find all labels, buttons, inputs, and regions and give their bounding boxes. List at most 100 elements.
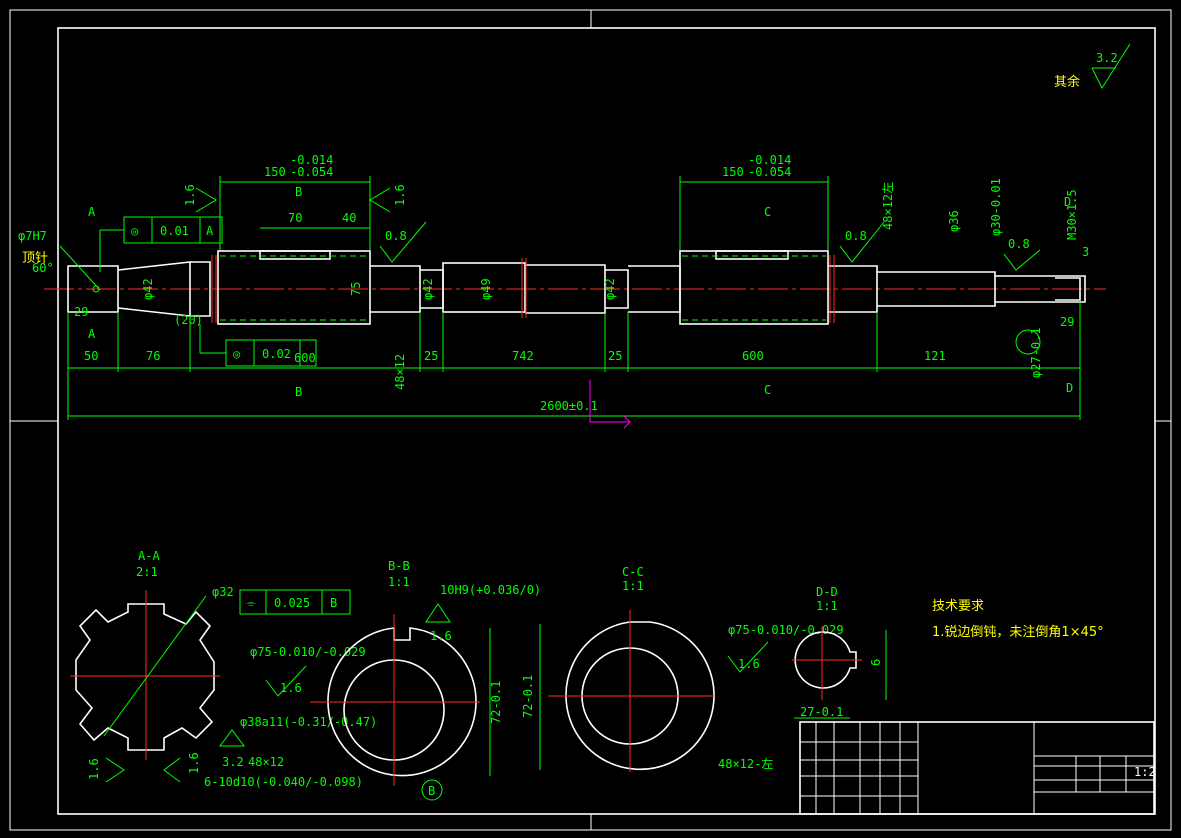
- svg-text:-0.054: -0.054: [290, 165, 333, 179]
- concentricity-icon: ◎: [131, 224, 138, 238]
- sheet-border: [9, 9, 1172, 831]
- dia-label-1: φ42: [141, 278, 155, 300]
- ucs-icon: [589, 380, 631, 429]
- keyway-left-label: 48×12: [393, 354, 407, 390]
- svg-text:50: 50: [84, 349, 98, 363]
- svg-text:A: A: [206, 224, 214, 238]
- svg-text:φ38a11(-0.31/-0.47): φ38a11(-0.31/-0.47): [240, 715, 377, 729]
- section-letter-a-bottom: A: [88, 327, 96, 341]
- svg-text:1:1: 1:1: [816, 599, 838, 613]
- svg-text:0.8: 0.8: [845, 229, 867, 243]
- concentricity-icon: ◎: [233, 347, 240, 361]
- keyway-right-label: 48×12左: [880, 182, 895, 230]
- svg-text:-0.014: -0.014: [290, 153, 333, 167]
- tolerance-frame-2: ◎ 0.02: [199, 324, 317, 367]
- svg-text:φ75-0.010/-0.029: φ75-0.010/-0.029: [728, 623, 844, 637]
- svg-text:1.6: 1.6: [738, 657, 760, 671]
- svg-text:25: 25: [424, 349, 438, 363]
- tech-req-title: 技术要求: [932, 599, 984, 614]
- section-c-c: C-C 1:1 72-0.1 φ75-0.010/-0.029 1.6 48×1…: [521, 565, 844, 772]
- section-a-a: A-A 2:1 φ32 ⌯ 0.025 B φ75-0.010/-0.029 1…: [70, 549, 377, 789]
- section-letter-d-bottom: D: [1066, 381, 1073, 395]
- spline-shape: [75, 603, 215, 751]
- title-block-scale: 1:2: [1134, 765, 1156, 779]
- svg-text:1.6: 1.6: [183, 184, 197, 206]
- svg-text:0.01: 0.01: [160, 224, 189, 238]
- main-shaft-view: φ42 75 φ42 φ49 φ42 φ36 φ7H7 顶针 60° ◎ 0.0…: [18, 153, 1106, 429]
- section-d-shape: [794, 631, 857, 689]
- dia-label-4: φ49: [479, 278, 493, 300]
- svg-text:6-10d10(-0.040/-0.098): 6-10d10(-0.040/-0.098): [204, 775, 363, 789]
- surface-note-roughness: 3.2: [1096, 51, 1118, 65]
- svg-text:1.6: 1.6: [87, 758, 101, 780]
- svg-text:D-D: D-D: [816, 585, 838, 599]
- svg-text:1.6: 1.6: [393, 184, 407, 206]
- svg-text:150: 150: [722, 165, 744, 179]
- phi30-label: φ30-0.01: [989, 178, 1003, 236]
- svg-text:1.6: 1.6: [187, 752, 201, 774]
- svg-text:-0.014: -0.014: [748, 153, 791, 167]
- svg-text:0.8: 0.8: [1008, 237, 1030, 251]
- bottom-dim-chain: 50 76 600 25 742 25 600 121 2600±0.1: [67, 302, 1081, 420]
- thread-label: M30×1.5: [1065, 189, 1079, 240]
- svg-text:1:1: 1:1: [388, 575, 410, 589]
- tolerance-frame-1: ◎ 0.01 A: [99, 216, 223, 272]
- svg-text:B: B: [330, 596, 337, 610]
- bearing-marks: [211, 255, 835, 323]
- section-letter-d-top: D: [1064, 195, 1071, 209]
- technical-requirements: 技术要求 1.锐边倒钝，未注倒角1×45°: [932, 599, 1104, 640]
- surface-note-label: 其余: [1054, 74, 1080, 90]
- title-block: 1:2: [799, 721, 1156, 815]
- roughness-symbol-icon: [1091, 43, 1131, 90]
- svg-text:600: 600: [294, 351, 316, 365]
- svg-text:742: 742: [512, 349, 534, 363]
- section-letter-b-top: B: [295, 185, 302, 199]
- dim-29-right: 29: [1060, 315, 1074, 329]
- section-b-b: B-B 1:1 10H9(+0.036/0) 1.6 72-0.1 B: [310, 559, 541, 801]
- svg-text:φ32: φ32: [212, 585, 234, 599]
- section-d-d: D-D 1:1 6 27-0.1: [792, 585, 887, 719]
- svg-text:0.025: 0.025: [274, 596, 310, 610]
- detail-circle: [1015, 329, 1041, 355]
- svg-text:72-0.1: 72-0.1: [521, 675, 535, 718]
- top-dim-right: 150 -0.014 -0.054: [679, 153, 829, 250]
- section-letter-b-bottom: B: [295, 385, 302, 399]
- section-letter-a-top: A: [88, 205, 96, 219]
- dia-label-5: φ42: [603, 278, 617, 300]
- svg-text:25: 25: [608, 349, 622, 363]
- svg-text:121: 121: [924, 349, 946, 363]
- top-dim-left: 150 -0.014 -0.054: [219, 153, 371, 250]
- phi27-label: φ27-0.1: [1029, 327, 1043, 378]
- tech-req-line1: 1.锐边倒钝，未注倒角1×45°: [932, 625, 1104, 640]
- dia-label-3: φ42: [421, 278, 435, 300]
- svg-text:72-0.1: 72-0.1: [489, 681, 503, 724]
- dim-70: 70: [288, 211, 302, 225]
- svg-text:A-A: A-A: [138, 549, 160, 563]
- section-letter-c-bottom: C: [764, 383, 771, 397]
- svg-text:3.2: 3.2: [222, 755, 244, 769]
- svg-text:1.6: 1.6: [430, 629, 452, 643]
- svg-text:150: 150: [264, 165, 286, 179]
- dim-3: 3: [1082, 245, 1089, 259]
- svg-text:2:1: 2:1: [136, 565, 158, 579]
- dia-label-2: 75: [349, 282, 363, 296]
- svg-text:27-0.1: 27-0.1: [800, 705, 843, 719]
- svg-text:0.8: 0.8: [385, 229, 407, 243]
- svg-text:600: 600: [742, 349, 764, 363]
- surface-note: 其余 3.2: [1054, 43, 1131, 90]
- symmetry-icon: ⌯: [246, 596, 256, 610]
- svg-text:-0.054: -0.054: [748, 165, 791, 179]
- svg-text:0.02: 0.02: [262, 347, 291, 361]
- svg-text:1.6: 1.6: [280, 681, 302, 695]
- svg-text:C-C: C-C: [622, 565, 644, 579]
- shaft-outline: [67, 250, 1086, 325]
- dim-40: 40: [342, 211, 356, 225]
- center-hole-label: 顶针: [22, 251, 48, 266]
- phi-7h7-label: φ7H7: [18, 229, 47, 243]
- svg-text:10H9(+0.036/0): 10H9(+0.036/0): [440, 583, 541, 597]
- dim-29-left: 29: [74, 305, 88, 319]
- dim-20: (20): [174, 313, 203, 327]
- overall-length-label: 2600±0.1: [540, 399, 598, 413]
- svg-text:48×12: 48×12: [248, 755, 284, 769]
- svg-text:φ75-0.010/-0.029: φ75-0.010/-0.029: [250, 645, 366, 659]
